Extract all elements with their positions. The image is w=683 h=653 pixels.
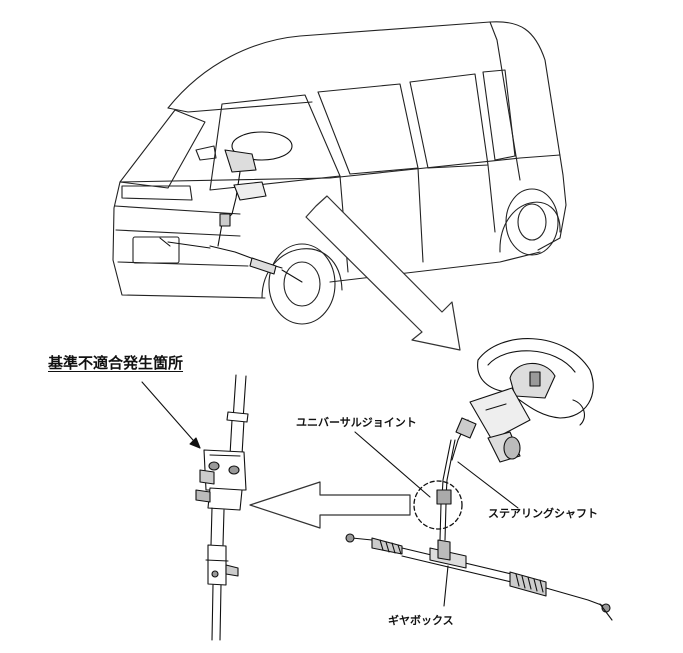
leader-line-universal-joint — [354, 431, 431, 498]
universal-joint-highlight — [413, 480, 463, 530]
gearbox-label: ギヤボックス — [388, 614, 454, 627]
vehicle-illustration — [112, 21, 567, 325]
zoom-arrow-left — [249, 481, 411, 529]
steering-assembly-detail — [345, 338, 613, 621]
vehicle-steering-system — [159, 131, 303, 283]
zoom-arrow-down — [305, 195, 461, 351]
nonconformity-location-label: 基準不適合発生箇所 — [48, 354, 184, 372]
leader-line-steering-shaft — [457, 461, 519, 509]
leader-line-nonconformity — [141, 381, 201, 449]
leader-line-gearbox — [443, 565, 449, 607]
universal-joint-label: ユニバーサルジョイント — [296, 416, 417, 429]
steering-shaft-label: ステアリングシャフト — [488, 507, 598, 520]
leader-arrowhead — [189, 437, 201, 449]
enlarged-joint-view — [195, 374, 249, 641]
